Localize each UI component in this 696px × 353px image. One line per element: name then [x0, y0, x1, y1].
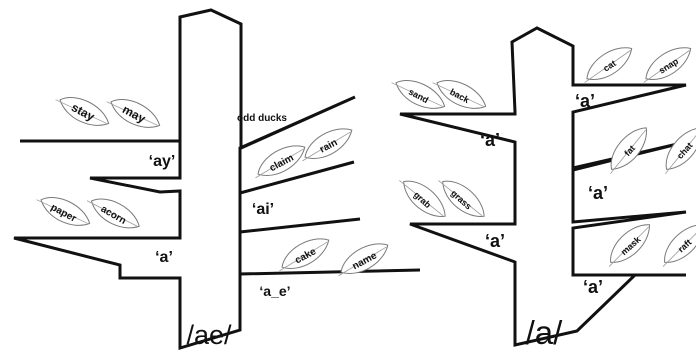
leaf: claim [255, 145, 306, 179]
leaf: fat [610, 127, 647, 174]
leaf: may [106, 98, 161, 128]
leaf-shape [586, 47, 633, 81]
leaf-vein [302, 131, 351, 162]
leaf-shape [610, 127, 647, 170]
leaf-vein [432, 82, 484, 107]
leaf-vein [399, 180, 444, 216]
tree-a [399, 26, 687, 347]
branch-label-0-3: ‘a_e’ [259, 283, 290, 299]
leaf-vein [608, 226, 649, 267]
leaf-shape [281, 238, 330, 269]
leaf-vein [391, 82, 443, 107]
leaf-vein [338, 246, 387, 277]
leaf-shape [665, 127, 696, 170]
leaf: cake [279, 238, 330, 272]
leaf: grab [399, 180, 446, 217]
branch-label-0-1: ‘a’ [155, 249, 173, 266]
leaf-vein [610, 129, 646, 174]
branch-label-0-2: ‘ai’ [252, 201, 274, 218]
leaf-vein [584, 50, 631, 83]
leaf-vein [665, 129, 696, 174]
tree-ae [13, 8, 421, 351]
leaf-shape [304, 128, 353, 159]
leaf: snap [643, 47, 692, 83]
leaf-vein [662, 226, 696, 267]
branch-label-1-3: ‘a’ [588, 183, 608, 203]
leaf: sand [391, 79, 446, 109]
leaf: chat [665, 127, 696, 174]
branch-label-1-2: ‘a’ [575, 91, 595, 111]
leaf-vein [106, 101, 158, 126]
leaf-vein [255, 148, 304, 179]
tree-trunk-a [399, 26, 687, 347]
leaf: back [432, 79, 487, 109]
leaf: acorn [86, 198, 140, 229]
leaf: raft [662, 224, 696, 267]
root-label-a: /a/ [526, 314, 564, 351]
leaf: rain [302, 128, 353, 162]
leaf-shape [645, 47, 692, 81]
branch-label-1-1: ‘a’ [485, 231, 505, 251]
leaf-vein [438, 180, 483, 216]
leaf-vein [36, 199, 88, 224]
leaf-shape [257, 145, 306, 176]
leaf-vein [55, 99, 107, 124]
leaf: grass [438, 180, 485, 217]
leaf-vein [279, 241, 328, 272]
leaf: cat [584, 47, 633, 83]
leaf-shape [442, 180, 485, 217]
leaf-shape [610, 224, 650, 263]
leaf-shape [664, 224, 696, 263]
leaf: name [338, 243, 389, 277]
leaf-vein [643, 50, 690, 83]
root-label-ae: /ae/ [186, 320, 232, 350]
leaf-shape [403, 180, 446, 217]
branch-label-1-0: ‘a’ [480, 130, 500, 150]
odd-ducks-label: odd ducks [237, 113, 287, 124]
leaf: mask [608, 224, 650, 267]
branch-label-1-4: ‘a’ [583, 277, 603, 297]
leaf-vein [86, 200, 138, 227]
branch-label-0-0: ‘ay’ [149, 153, 176, 170]
leaf-shape [340, 243, 389, 274]
leaf-shape [90, 198, 140, 229]
leaf: paper [36, 196, 91, 226]
tree-trunk-ae [13, 8, 421, 351]
leaf: stay [55, 96, 110, 126]
